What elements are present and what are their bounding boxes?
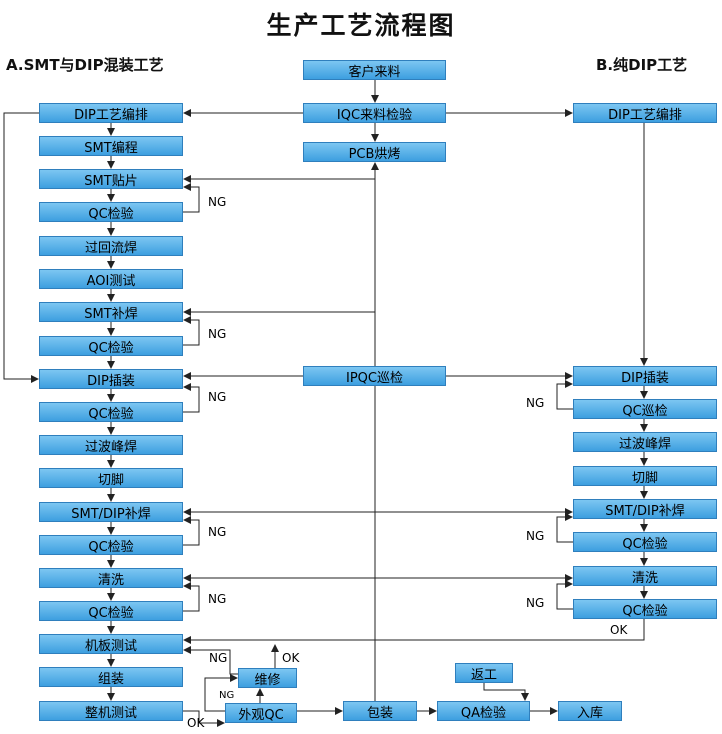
ng-label: NG	[208, 195, 227, 209]
flow-arrow	[183, 316, 200, 346]
a-step-qc-1: QC检验	[39, 202, 183, 222]
flow-arrow	[204, 674, 238, 712]
flow-arrow	[183, 619, 645, 644]
rework-box: 返工	[455, 663, 513, 683]
ng-label: NG	[526, 596, 545, 610]
flow-arrow	[556, 513, 573, 543]
ng-label: NG	[208, 390, 227, 404]
flow-arrow	[183, 582, 200, 612]
pcb-baking-box: PCB烘烤	[303, 142, 446, 162]
a-step-qc-4: QC检验	[39, 535, 183, 555]
a-step-qc-5: QC检验	[39, 601, 183, 621]
flow-arrow	[183, 383, 200, 413]
ok-label: OK	[187, 716, 205, 730]
a-step-dip-planning: DIP工艺编排	[39, 103, 183, 123]
a-step-qc-2: QC检验	[39, 336, 183, 356]
a-step-assembly: 组装	[39, 667, 183, 687]
ng-label: NG	[526, 529, 545, 543]
b-step-dip-insertion: DIP插装	[573, 366, 717, 386]
repair-box: 维修	[238, 668, 297, 688]
ipqc-patrol-box: IPQC巡检	[303, 366, 446, 386]
b-step-qc-patrol: QC巡检	[573, 399, 717, 419]
a-step-smt-dip-repair: SMT/DIP补焊	[39, 502, 183, 522]
a-step-smt-placement: SMT贴片	[39, 169, 183, 189]
b-step-qc-1: QC检验	[573, 532, 717, 552]
a-step-reflow: 过回流焊	[39, 236, 183, 256]
section-b-heading: B.纯DIP工艺	[596, 56, 688, 74]
section-a-heading: A.SMT与DIP混装工艺	[6, 56, 164, 74]
iqc-inspection-box: IQC来料检验	[303, 103, 446, 123]
ng-label: NG	[208, 592, 227, 606]
a-step-cleaning: 清洗	[39, 568, 183, 588]
visual-qc-box: 外观QC	[225, 703, 297, 723]
flow-arrow	[556, 580, 573, 610]
ng-label: NG	[209, 651, 228, 665]
a-step-dip-insertion: DIP插装	[39, 369, 183, 389]
b-step-qc-2: QC检验	[573, 599, 717, 619]
ok-label: OK	[282, 651, 300, 665]
flow-arrow	[483, 683, 529, 701]
a-step-aoi-test: AOI测试	[39, 269, 183, 289]
warehouse-box: 入库	[558, 701, 622, 721]
flow-arrow	[183, 646, 238, 675]
qa-inspection-box: QA检验	[437, 701, 530, 721]
flow-arrow	[3, 112, 39, 383]
a-step-smt-programming: SMT编程	[39, 136, 183, 156]
b-step-smt-dip-repair: SMT/DIP补焊	[573, 499, 717, 519]
customer-materials-box: 客户来料	[303, 60, 446, 80]
b-step-cleaning: 清洗	[573, 566, 717, 586]
ng-label: NG	[208, 327, 227, 341]
a-step-board-test: 机板测试	[39, 634, 183, 654]
a-step-final-test: 整机测试	[39, 701, 183, 721]
packing-box: 包装	[343, 701, 417, 721]
b-step-lead-cutting: 切脚	[573, 466, 717, 486]
flow-arrow	[183, 710, 225, 727]
b-step-wave-soldering: 过波峰焊	[573, 432, 717, 452]
b-step-dip-planning: DIP工艺编排	[573, 103, 717, 123]
ng-label: NG	[219, 690, 235, 701]
a-step-wave-soldering: 过波峰焊	[39, 435, 183, 455]
flow-arrow	[183, 516, 200, 546]
flow-arrow	[183, 183, 200, 213]
ok-label: OK	[610, 623, 628, 637]
ng-label: NG	[208, 525, 227, 539]
flow-arrow	[556, 380, 573, 410]
page-title: 生产工艺流程图	[266, 11, 456, 40]
a-step-qc-3: QC检验	[39, 402, 183, 422]
a-step-smt-repair: SMT补焊	[39, 302, 183, 322]
ng-label: NG	[526, 396, 545, 410]
a-step-lead-cutting: 切脚	[39, 468, 183, 488]
